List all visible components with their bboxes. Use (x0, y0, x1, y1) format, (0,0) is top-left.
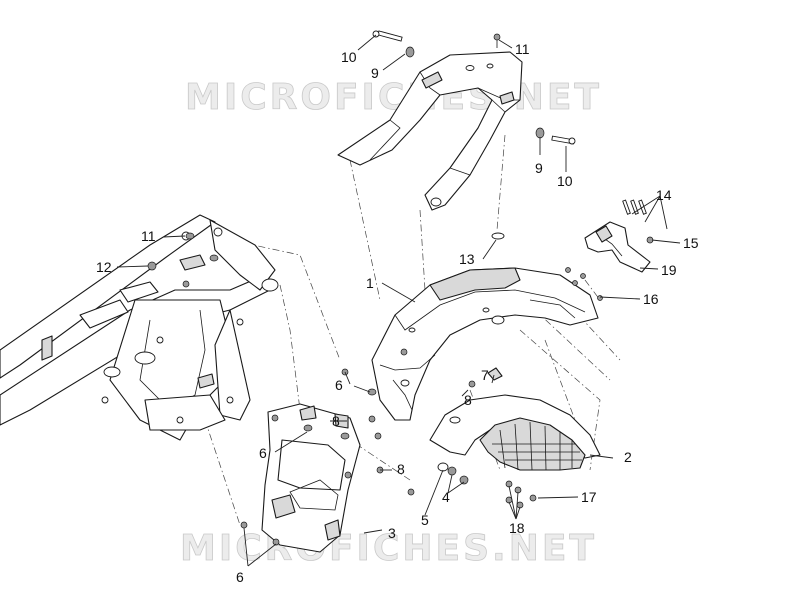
leader-lines (116, 34, 681, 567)
callout-16: 16 (643, 291, 659, 307)
callout-7: 7 (481, 367, 489, 383)
part-license-holder (261, 403, 361, 553)
callout-5: 5 (421, 512, 429, 528)
watermark-bottom: MICROFICHES.NET (180, 528, 597, 569)
callout-8-top: 8 (332, 413, 340, 429)
callout-9-top: 9 (371, 65, 379, 81)
upper-hardware (372, 30, 576, 145)
callout-10-right: 10 (557, 173, 573, 189)
part-rear-bracket (565, 199, 654, 301)
callout-labels: 10 9 11 9 10 11 12 1 13 14 15 19 16 6 7 … (96, 41, 699, 585)
main-frame (0, 214, 279, 441)
callout-8-right: 8 (464, 392, 472, 408)
callout-12: 12 (96, 259, 112, 275)
callout-9-right: 9 (535, 160, 543, 176)
callout-1: 1 (366, 275, 374, 291)
callout-6-left: 6 (259, 445, 267, 461)
callout-18: 18 (509, 520, 525, 536)
callout-8-bottom: 8 (397, 461, 405, 477)
upper-subframe-bracket (337, 51, 523, 211)
callout-6-mid: 6 (335, 377, 343, 393)
frame-hardware (147, 232, 219, 288)
watermark-top: MICROFICHES.NET (185, 77, 602, 118)
callout-15: 15 (683, 235, 699, 251)
callout-17: 17 (581, 489, 597, 505)
callout-6-bottom: 6 (236, 569, 244, 585)
callout-11-top: 11 (515, 41, 530, 57)
callout-13: 13 (459, 251, 475, 267)
callout-3: 3 (388, 525, 396, 541)
callout-2: 2 (624, 449, 632, 465)
part-inner-mudguard (429, 367, 601, 471)
part-rear-fender (371, 232, 599, 421)
callout-11-frame: 11 (141, 228, 156, 244)
callout-14: 14 (656, 187, 672, 203)
callout-19: 19 (661, 262, 677, 278)
callout-10-top: 10 (341, 49, 357, 65)
callout-4: 4 (442, 489, 450, 505)
small-hardware (240, 348, 537, 546)
